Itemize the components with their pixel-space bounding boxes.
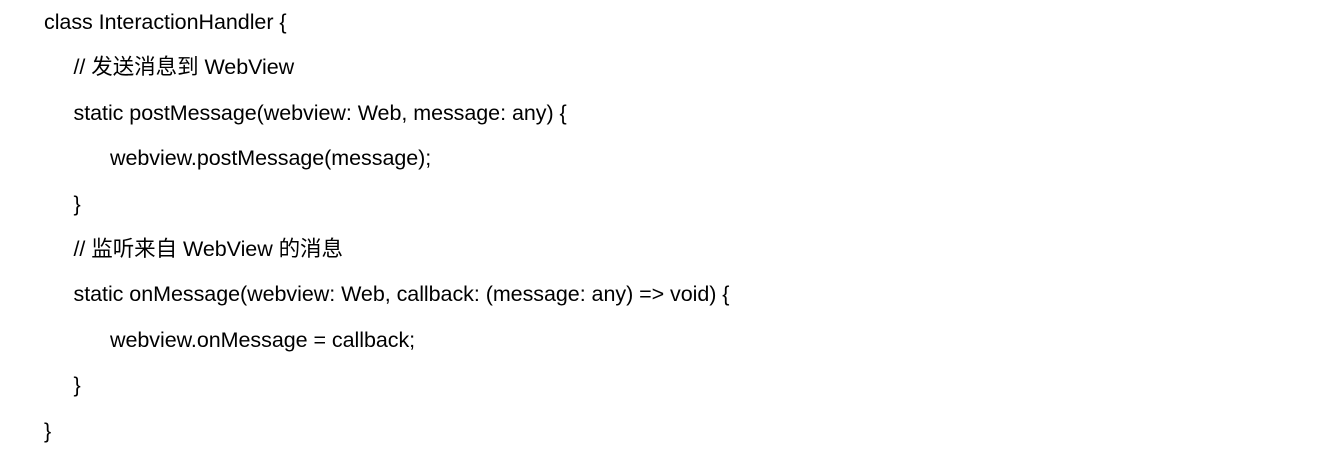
code-line: webview.postMessage(message);: [110, 146, 432, 171]
code-line-comment: // 发送消息到 WebView: [73, 55, 295, 80]
code-line: webview.onMessage = callback;: [110, 327, 416, 352]
code-line: class InteractionHandler {: [44, 10, 287, 34]
code-line: }: [44, 418, 52, 443]
code-line: }: [73, 373, 81, 398]
code-line: static onMessage(webview: Web, callback:…: [73, 282, 730, 307]
code-line: static postMessage(webview: Web, message…: [73, 100, 567, 125]
code-line-comment: // 监听来自 WebView 的消息: [73, 236, 344, 261]
code-line: }: [73, 191, 81, 216]
